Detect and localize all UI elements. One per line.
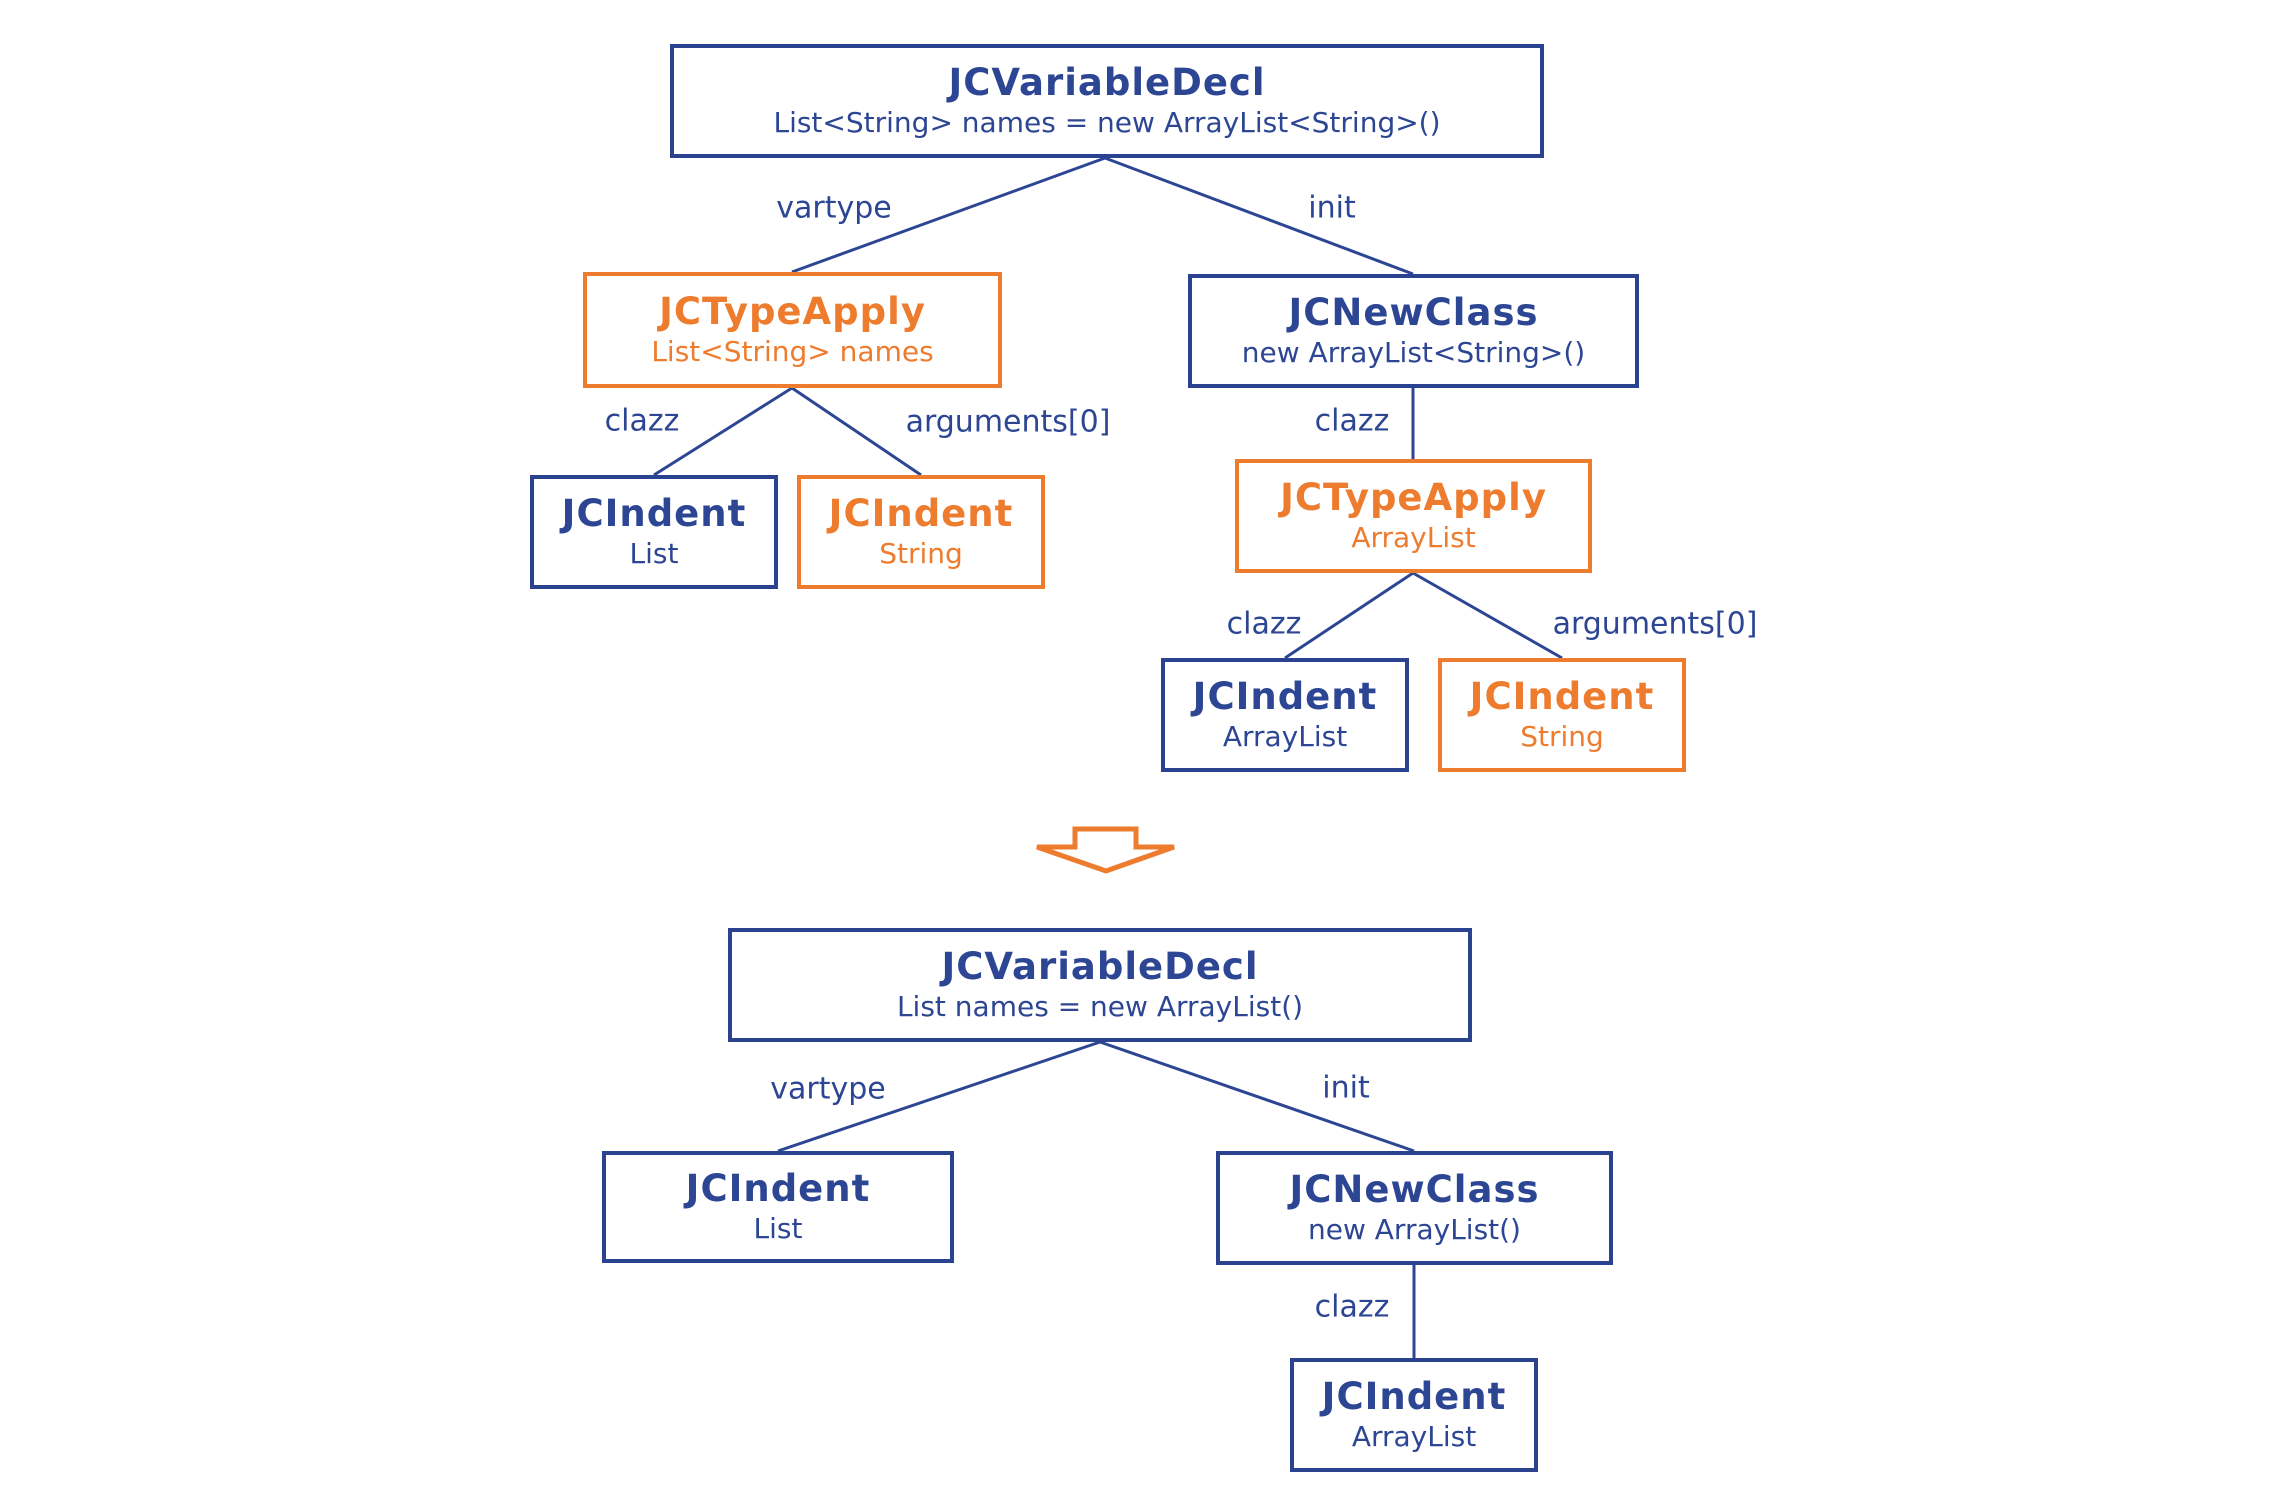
node-title: JCVariableDecl	[948, 60, 1266, 104]
edge-label-arguments0: arguments[0]	[905, 404, 1111, 440]
node-subtitle: new ArrayList()	[1308, 1212, 1521, 1246]
node-jcindent-arraylist-top: JCIndent ArrayList	[1161, 658, 1409, 772]
node-jcindent-list-bottom: JCIndent List	[602, 1151, 954, 1263]
node-subtitle: String	[879, 536, 963, 570]
node-subtitle: String	[1520, 719, 1604, 753]
node-subtitle: List<String> names	[651, 334, 934, 368]
edge-label-init: init	[1308, 190, 1356, 226]
edge-clazz-right	[1284, 571, 1414, 660]
node-title: JCIndent	[1192, 674, 1378, 718]
node-title: JCTypeApply	[659, 289, 926, 333]
edge-init-top	[1104, 156, 1414, 276]
edge-init-bottom	[1099, 1040, 1415, 1153]
node-subtitle: List names = new ArrayList()	[896, 989, 1304, 1023]
node-subtitle: List	[753, 1211, 803, 1245]
node-title: JCIndent	[561, 491, 747, 535]
node-subtitle: ArrayList	[1351, 1419, 1477, 1453]
node-jctypeapply-top: JCTypeApply List<String> names	[583, 272, 1002, 388]
edge-label-arguments0: arguments[0]	[1552, 606, 1758, 642]
transform-arrow-icon	[1036, 826, 1175, 874]
node-title: JCIndent	[685, 1166, 871, 1210]
node-title: JCTypeApply	[1280, 475, 1547, 519]
node-jcvariabledecl-top: JCVariableDecl List<String> names = new …	[670, 44, 1544, 158]
edge-arguments-left	[791, 386, 922, 477]
node-subtitle: ArrayList	[1351, 520, 1476, 554]
node-jcindent-list-top: JCIndent List	[530, 475, 778, 589]
edge-clazz-left	[653, 386, 793, 477]
edge-label-clazz: clazz	[604, 403, 680, 439]
node-jcindent-string-top: JCIndent String	[797, 475, 1045, 589]
node-subtitle: List<String> names = new ArrayList<Strin…	[773, 105, 1441, 139]
edge-label-clazz: clazz	[1226, 606, 1302, 642]
node-title: JCVariableDecl	[941, 944, 1259, 988]
edge-vartype-bottom	[777, 1040, 1101, 1153]
edge-label-vartype: vartype	[770, 1071, 886, 1107]
node-jcnewclass-top: JCNewClass new ArrayList<String>()	[1188, 274, 1639, 388]
node-title: JCNewClass	[1288, 290, 1539, 334]
node-title: JCIndent	[828, 491, 1014, 535]
edge-label-init: init	[1322, 1070, 1370, 1106]
node-subtitle: List	[629, 536, 679, 570]
node-jctypeapply-arraylist: JCTypeApply ArrayList	[1235, 459, 1592, 573]
edge-label-clazz: clazz	[1314, 403, 1390, 439]
node-title: JCNewClass	[1289, 1167, 1540, 1211]
node-jcvariabledecl-bottom: JCVariableDecl List names = new ArrayLis…	[728, 928, 1472, 1042]
node-jcindent-arraylist-bottom: JCIndent ArrayList	[1290, 1358, 1538, 1472]
node-jcnewclass-bottom: JCNewClass new ArrayList()	[1216, 1151, 1613, 1265]
node-subtitle: new ArrayList<String>()	[1241, 335, 1586, 369]
edge-label-vartype: vartype	[776, 190, 892, 226]
node-title: JCIndent	[1469, 674, 1655, 718]
node-subtitle: ArrayList	[1222, 719, 1348, 753]
edge-label-clazz: clazz	[1314, 1289, 1390, 1325]
node-jcindent-string2-top: JCIndent String	[1438, 658, 1686, 772]
edge-vartype-top	[791, 156, 1106, 274]
node-title: JCIndent	[1321, 1374, 1507, 1418]
edge-arguments-right	[1412, 571, 1563, 660]
